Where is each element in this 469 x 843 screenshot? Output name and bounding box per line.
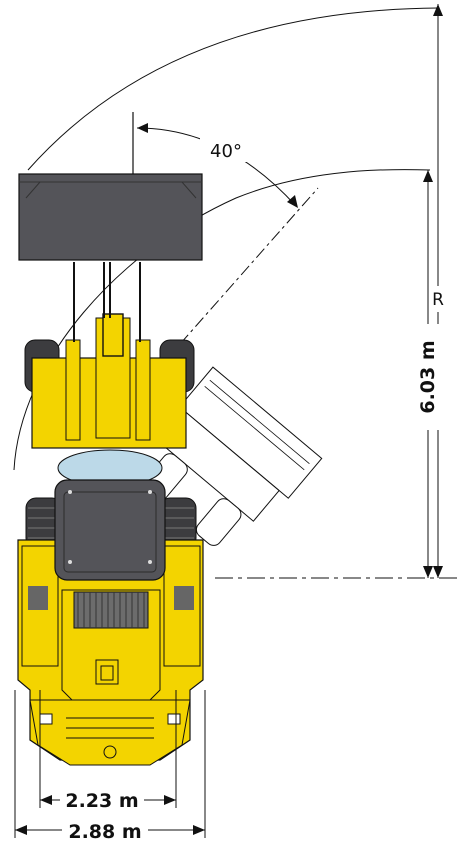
angle-label-bg	[200, 136, 252, 162]
tilt-cylinder	[102, 313, 124, 357]
left-lift-arm	[65, 339, 81, 441]
counterweight	[29, 699, 191, 766]
angle-arrow-left	[137, 123, 148, 133]
rear-frame	[17, 497, 204, 766]
inner-radius-top-arrow	[423, 170, 433, 182]
turned-right-tire	[195, 498, 242, 546]
turned-front-frame	[142, 366, 323, 546]
right-step	[174, 586, 194, 610]
overall-width-label: 2.88 m	[68, 821, 141, 843]
right-lift-arm	[135, 339, 151, 441]
angle-label: 40°	[210, 141, 242, 162]
angle-arrow-right	[287, 195, 298, 208]
left-step	[28, 586, 48, 610]
outer-turning-arc	[27, 7, 439, 171]
left-tail-light	[39, 713, 53, 725]
inner-radius-bottom-arrow	[423, 566, 433, 578]
bucket	[18, 173, 203, 261]
operator-cab	[54, 479, 166, 581]
cab-roof-panel	[63, 491, 157, 573]
front-frame	[18, 173, 203, 487]
right-tail-light	[167, 713, 181, 725]
tow-hitch	[103, 745, 117, 759]
radius-bottom-arrow	[433, 566, 443, 578]
track-width-label: 2.23 m	[65, 790, 138, 812]
radius-top-arrow	[433, 4, 443, 16]
radius-value-label: 6.03 m	[417, 340, 439, 413]
radiator-grille	[73, 591, 149, 629]
radius-label: R	[432, 290, 444, 310]
